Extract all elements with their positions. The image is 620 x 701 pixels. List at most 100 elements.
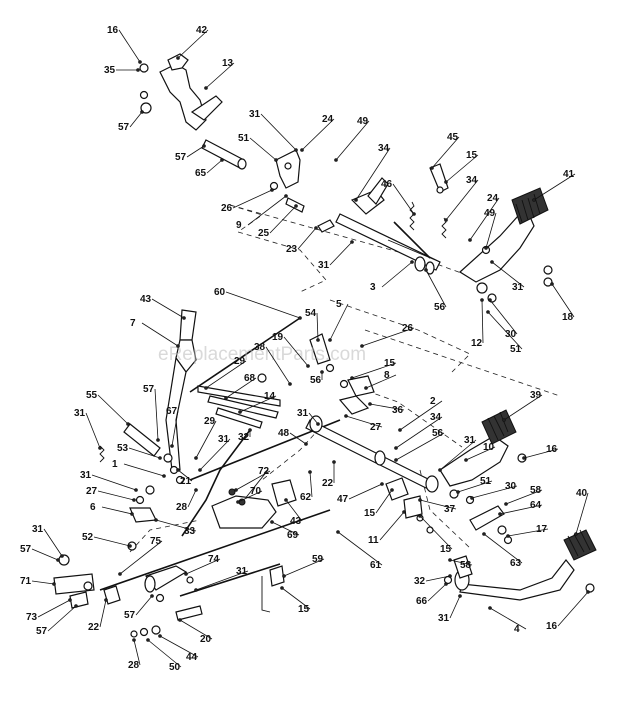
leader-line <box>206 159 223 174</box>
callout-14: 14 <box>264 391 276 402</box>
leader-line <box>439 439 477 471</box>
callout-34: 34 <box>378 143 390 154</box>
leader-line <box>186 145 205 158</box>
leader-line <box>283 336 309 367</box>
callout-58: 58 <box>460 560 472 571</box>
callout-59: 59 <box>312 554 324 565</box>
leader-arrow <box>314 226 318 230</box>
leader-arrow <box>154 518 158 522</box>
callout-57: 57 <box>124 610 136 621</box>
leader-line <box>491 261 525 288</box>
leader-line <box>31 548 59 561</box>
callout-30: 30 <box>505 329 517 340</box>
callout-71: 71 <box>20 576 32 587</box>
leader-arrow <box>332 460 336 464</box>
leader-arrow <box>194 456 198 460</box>
leader-line <box>523 448 559 459</box>
leader-line <box>128 447 161 459</box>
leader-arrow <box>574 532 578 536</box>
callout-32: 32 <box>414 576 426 587</box>
leader-arrow <box>204 386 208 390</box>
callout-28: 28 <box>128 660 140 671</box>
callout-63: 63 <box>510 558 522 569</box>
leader-arrow <box>550 282 554 286</box>
leader-line <box>232 189 273 209</box>
callout-34: 34 <box>466 175 478 186</box>
callout-56: 56 <box>310 375 322 386</box>
callout-49: 49 <box>484 208 496 219</box>
leader-arrow <box>220 158 224 162</box>
callout-3: 3 <box>370 282 376 293</box>
callout-20: 20 <box>200 634 212 645</box>
leader-arrow <box>284 498 288 502</box>
callout-65: 65 <box>195 168 207 179</box>
callout-25: 25 <box>258 228 270 239</box>
leader-arrow <box>316 338 320 342</box>
leader-arrow <box>444 582 448 586</box>
callout-72: 72 <box>258 466 270 477</box>
leader-line <box>179 619 213 640</box>
callout-2: 2 <box>430 396 436 407</box>
leader-line <box>395 416 443 449</box>
leader-line <box>123 463 165 477</box>
leader-line <box>575 492 589 535</box>
callout-37: 37 <box>444 504 456 515</box>
lower-left-linkage <box>53 554 285 638</box>
leader-arrow <box>118 572 122 576</box>
leader-arrow <box>176 56 180 60</box>
callout-27: 27 <box>370 422 382 433</box>
callout-31: 31 <box>297 408 309 419</box>
watermark: eReplacementParts.com <box>158 344 366 365</box>
leader-line <box>297 227 317 250</box>
callout-43: 43 <box>290 516 302 527</box>
leader-line <box>419 499 457 510</box>
leader-line <box>260 113 297 151</box>
leader-arrow <box>316 422 320 426</box>
callout-38: 38 <box>254 342 266 353</box>
leader-arrow <box>410 260 414 264</box>
leader-line <box>47 605 77 632</box>
callout-67: 67 <box>166 406 178 417</box>
leader-line <box>285 499 303 522</box>
callout-39: 39 <box>530 390 542 401</box>
leader-line <box>503 394 543 421</box>
callout-45: 45 <box>447 132 459 143</box>
leader-line <box>381 261 413 288</box>
leader-line <box>481 299 484 344</box>
callout-24: 24 <box>322 114 334 125</box>
leader-arrow <box>74 604 78 608</box>
leader-line <box>375 489 393 514</box>
callout-5: 5 <box>336 299 342 310</box>
leader-arrow <box>294 148 298 152</box>
leader-arrow <box>288 382 292 386</box>
leader-line <box>489 299 518 335</box>
callout-16: 16 <box>546 621 558 632</box>
leader-line <box>187 489 197 508</box>
leader-line <box>348 483 383 500</box>
leader-arrow <box>198 468 202 472</box>
leader-line <box>185 558 221 575</box>
leader-arrow <box>380 482 384 486</box>
callout-61: 61 <box>370 560 382 571</box>
leader-line <box>133 639 141 666</box>
callout-43: 43 <box>140 294 152 305</box>
leader-line <box>507 528 549 537</box>
leader-line <box>427 583 447 602</box>
leader-line <box>135 595 153 616</box>
leader-arrow <box>162 474 166 478</box>
leader-line <box>283 558 325 577</box>
leader-arrow <box>270 520 274 524</box>
leader-line <box>365 374 397 389</box>
leader-line <box>85 412 101 449</box>
callout-64: 64 <box>530 500 542 511</box>
leader-line <box>151 298 185 319</box>
callout-51: 51 <box>238 133 250 144</box>
leader-arrow <box>418 498 422 502</box>
leader-arrow <box>504 502 508 506</box>
leader-arrow <box>156 438 160 442</box>
callout-49: 49 <box>357 116 369 127</box>
leader-arrow <box>138 60 142 64</box>
leader-arrow <box>532 198 536 202</box>
leader-arrow <box>68 598 72 602</box>
